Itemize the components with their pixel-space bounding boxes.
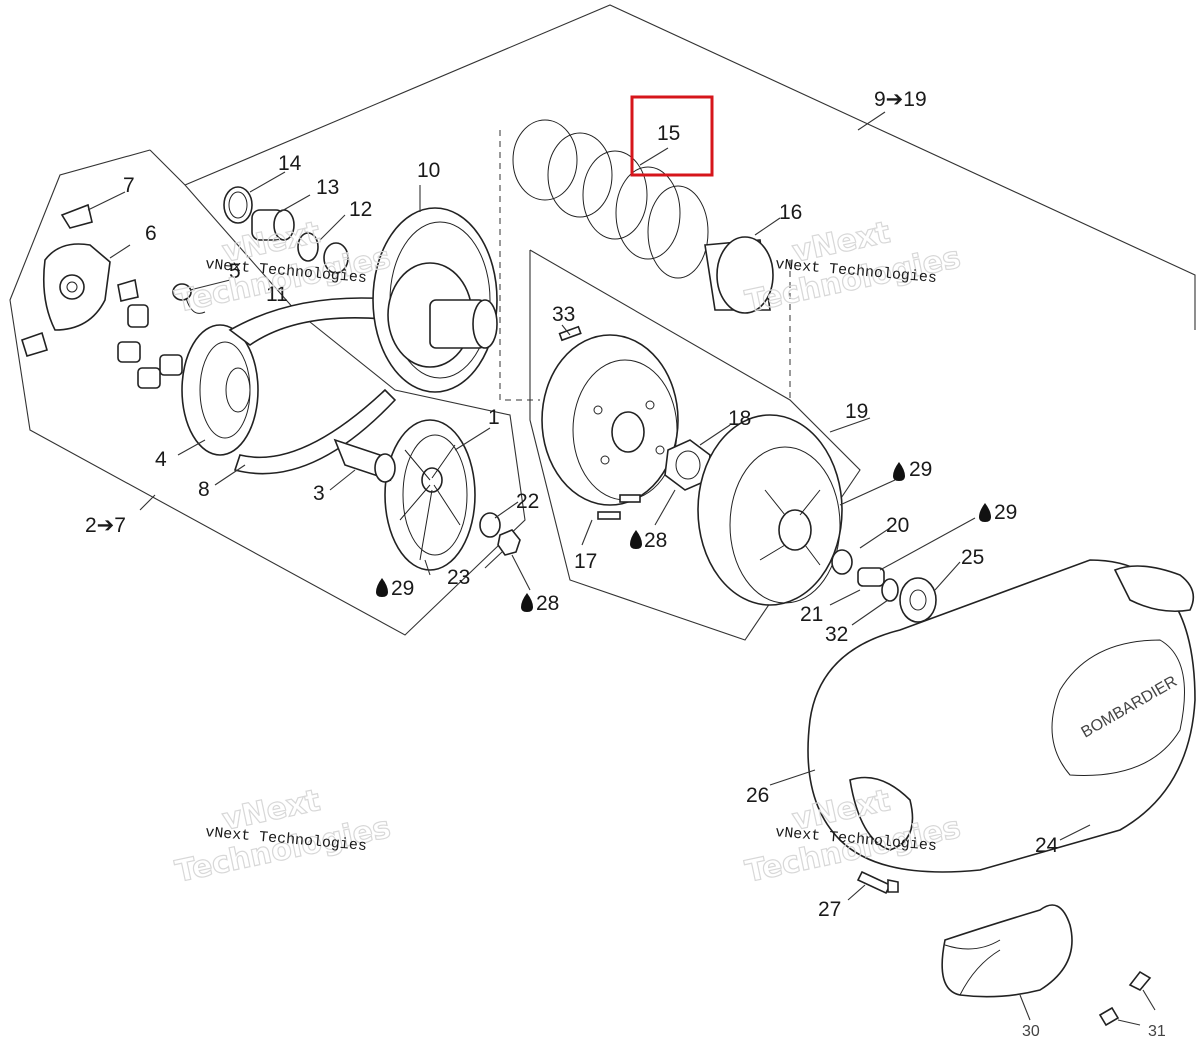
- washer-20: [831, 549, 853, 575]
- callout-4[interactable]: 4: [155, 448, 167, 471]
- callout-14[interactable]: 14: [278, 152, 302, 175]
- callout-7[interactable]: 7: [123, 174, 135, 197]
- callout-20[interactable]: 20: [886, 514, 909, 537]
- belt-guard-30: [941, 904, 1073, 998]
- callout-32[interactable]: 32: [825, 623, 848, 646]
- callout-19[interactable]: 19: [845, 400, 868, 423]
- callout-6[interactable]: 6: [145, 222, 157, 245]
- sleeve-3: [333, 438, 396, 483]
- callout-25[interactable]: 25: [961, 546, 984, 569]
- callout-18[interactable]: 18: [728, 407, 751, 430]
- callout-29b[interactable]: 29: [994, 501, 1017, 524]
- callout-2-7[interactable]: 2➔7: [85, 514, 126, 537]
- bearing-25: [899, 577, 937, 623]
- driven-pulley-10: [372, 207, 498, 393]
- drive-pulley-4: [181, 324, 259, 456]
- nut-18: [664, 439, 711, 491]
- callout-3[interactable]: 3: [313, 482, 325, 505]
- bolt-27: [856, 870, 899, 895]
- drop-icon: [630, 530, 642, 549]
- callout-15[interactable]: 15: [657, 122, 680, 145]
- slider-7: [60, 203, 93, 229]
- callout-29c[interactable]: 29: [391, 577, 414, 600]
- callout-9-19[interactable]: 9➔19: [874, 88, 927, 111]
- seal-32: [881, 578, 899, 602]
- slider-left-bottom: [21, 331, 48, 357]
- clutch-spring-15: [512, 119, 709, 279]
- circlip-12: [297, 232, 349, 274]
- ramp-plate: [42, 243, 111, 331]
- callout-8[interactable]: 8: [198, 478, 210, 501]
- bolts-31: [1098, 970, 1152, 1027]
- leader-lines: [87, 111, 1156, 1026]
- callout-labels: 1 2➔7 3 4 5 6 7 8 9➔19 10 11 12 13 14 15…: [85, 88, 1166, 1040]
- callout-24[interactable]: 24: [1035, 834, 1059, 857]
- frame-clutch-group: [529, 249, 861, 641]
- spacer-21: [857, 567, 885, 587]
- callout-11[interactable]: 11: [266, 283, 288, 306]
- watermark-bl: vNext Technologies vNext Technologies: [172, 782, 394, 890]
- clutch-shoes-17: [541, 334, 679, 506]
- drop-icon: [521, 593, 533, 612]
- callout-29a[interactable]: 29: [909, 458, 932, 481]
- callout-22[interactable]: 22: [516, 490, 539, 513]
- rollers-group: [117, 304, 183, 389]
- highlight-box-part-15: [630, 95, 714, 177]
- drop-icon: [893, 462, 905, 481]
- callout-12[interactable]: 12: [349, 198, 372, 221]
- callout-31[interactable]: 31: [1148, 1023, 1166, 1040]
- callout-28a[interactable]: 28: [644, 529, 667, 552]
- frame-assembly-2-7: [9, 149, 526, 636]
- drop-icon: [979, 503, 991, 522]
- callout-28b[interactable]: 28: [536, 592, 559, 615]
- callout-13[interactable]: 13: [316, 176, 339, 199]
- callout-26[interactable]: 26: [746, 784, 769, 807]
- bearing-13: [251, 209, 295, 241]
- callout-10[interactable]: 10: [417, 159, 440, 182]
- clutch-springs-33: [558, 325, 641, 520]
- bushing-11: [172, 283, 206, 314]
- sleeve-16: [704, 236, 774, 314]
- washer-22: [479, 512, 501, 538]
- nut-23: [497, 529, 521, 556]
- frame-dashed-clutch: [499, 130, 540, 401]
- callout-5[interactable]: 5: [229, 260, 241, 283]
- drop-icon: [376, 578, 388, 597]
- fixed-pulley-1: [384, 419, 476, 571]
- cvt-cover-24: [807, 559, 1196, 873]
- frame-outer-top: [184, 4, 1196, 330]
- callout-16[interactable]: 16: [779, 201, 802, 224]
- watermark-tr: vNext Technologies vNext Technologies: [742, 214, 964, 320]
- ring-14: [223, 186, 253, 224]
- callout-27[interactable]: 27: [818, 898, 841, 921]
- slider-5: [117, 278, 139, 302]
- clutch-drum-19: [697, 414, 843, 606]
- callout-30[interactable]: 30: [1022, 1023, 1040, 1040]
- callout-1[interactable]: 1: [488, 406, 500, 429]
- callout-23[interactable]: 23: [447, 566, 470, 589]
- lubricant-drop-icons: [376, 462, 991, 612]
- callout-33[interactable]: 33: [552, 303, 575, 326]
- callout-17[interactable]: 17: [574, 550, 597, 573]
- callout-21[interactable]: 21: [800, 603, 823, 626]
